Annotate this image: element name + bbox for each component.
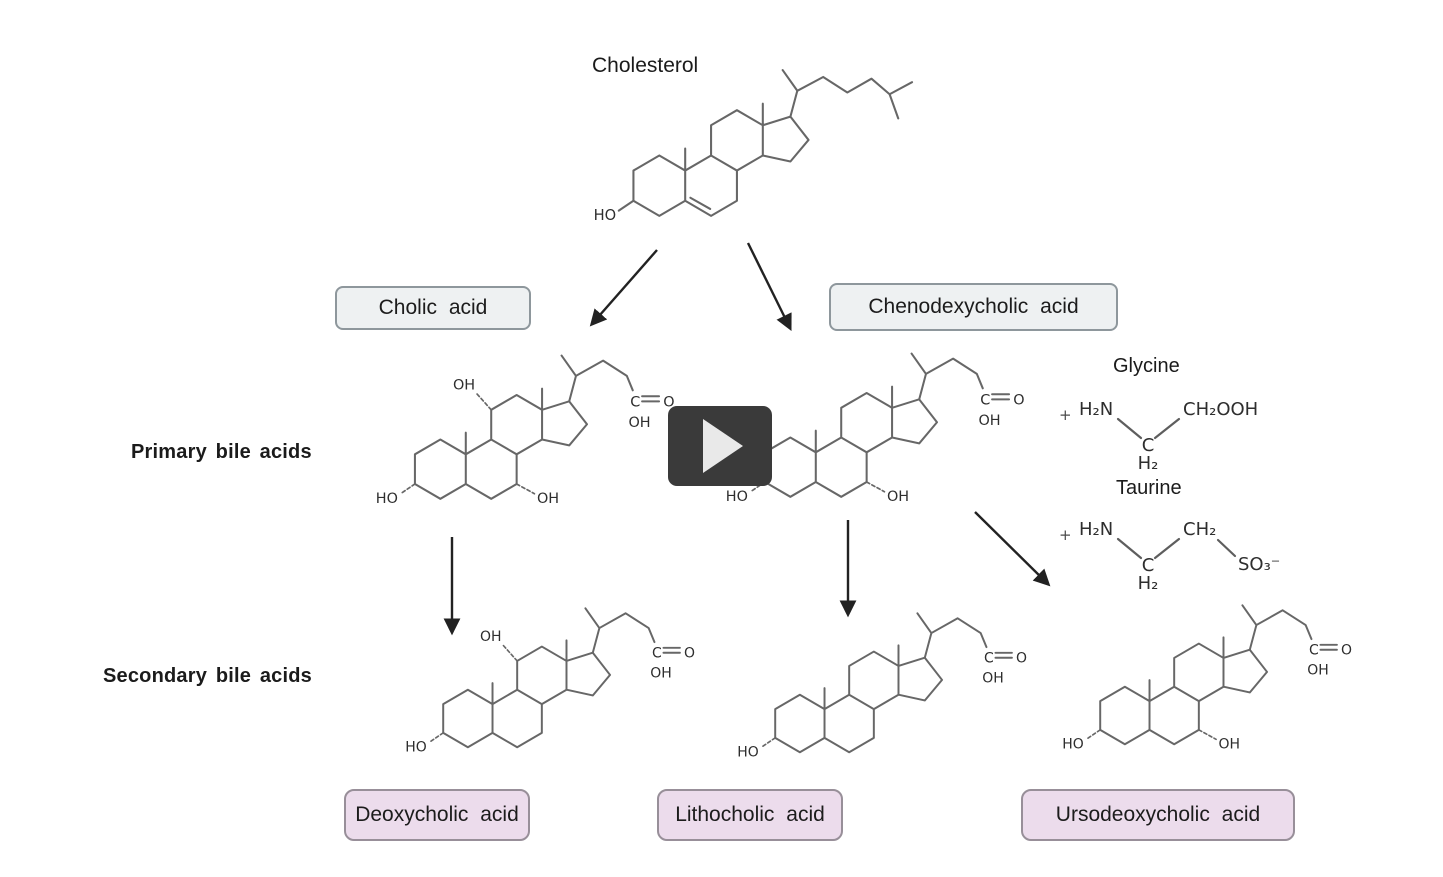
cholic-acid-structure: C O OH OH HO OH [376, 354, 675, 507]
acid-oh-label: OH [1307, 662, 1329, 678]
plus-sign: + [1059, 526, 1072, 544]
oh7-label: OH [887, 489, 909, 505]
acid-oh-label: OH [982, 670, 1004, 686]
carboxyl-c-label: C [980, 392, 990, 408]
oh7-label: OH [1219, 736, 1241, 752]
carboxyl-c-label: C [1309, 643, 1319, 659]
steroid-skeleton [632, 102, 810, 217]
bond [1116, 417, 1143, 440]
carbon-label: C [1142, 555, 1155, 576]
carbonyl-double-bond [994, 651, 1013, 659]
acid-side-chain [584, 607, 656, 654]
carbonyl-double-bond [641, 395, 661, 403]
deoxycholic-acid-structure: C O OH OH HO [405, 607, 695, 755]
steroid-skeleton [413, 387, 589, 500]
h2-label: H₂ [1138, 453, 1159, 474]
acid-oh-label: OH [978, 413, 1000, 429]
cholic-acid-box-label: Cholic acid [378, 296, 488, 319]
ho-label: HO [594, 207, 617, 224]
hydroxyl-bond [617, 199, 635, 212]
ho3-bond [399, 483, 416, 495]
ursodeoxycholic-acid-box: Ursodeoxycholic acid [1021, 789, 1295, 841]
carbonyl-double-bond [1319, 643, 1338, 651]
carbonyl-o-label: O [684, 646, 695, 662]
ho3-bond [1085, 729, 1102, 741]
carboxyl-c-label: C [984, 651, 994, 667]
ursodeoxycholic-acid-structure: C O OH HO OH [1062, 604, 1352, 752]
delta5-double-bond [689, 196, 712, 210]
deoxycholic-acid-box-label: Deoxycholic acid [355, 803, 519, 826]
acid-oh-label: OH [650, 665, 672, 681]
glycine-formula: + H₂N C H₂ CH₂OOH [1059, 399, 1258, 474]
ho3-label: HO [405, 739, 427, 755]
lithocholic-acid-structure: C O OH HO [737, 612, 1027, 760]
primary-bile-acids-label: Primary bile acids [131, 441, 312, 463]
steroid-skeleton [763, 385, 939, 498]
isooctyl-side-chain [781, 69, 914, 120]
deoxycholic-acid-box: Deoxycholic acid [344, 789, 530, 841]
oh7-label: OH [537, 491, 559, 507]
carboxymethyl-label: CH₂OOH [1183, 399, 1258, 420]
carbonyl-double-bond [662, 646, 681, 654]
ho3-bond [428, 732, 445, 744]
steroid-skeleton [442, 639, 612, 749]
bond [1153, 417, 1181, 440]
steroid-skeleton [774, 644, 944, 754]
oh7-bond [865, 481, 886, 493]
carbonyl-o-label: O [1341, 643, 1352, 659]
arrow-cholesterol-to-cholic-acid [589, 249, 658, 327]
carbonyl-o-label: O [1016, 651, 1027, 667]
arrow-chenodeoxycholic-to-ursodeoxycholic [974, 511, 1051, 587]
amine-group-label: H₂N [1079, 519, 1113, 540]
bond [1153, 537, 1181, 560]
lithocholic-acid-box-label: Lithocholic acid [675, 803, 825, 826]
play-icon [703, 419, 743, 473]
acid-side-chain [916, 612, 988, 659]
oh12-label: OH [453, 377, 475, 393]
carboxyl-c-label: C [652, 646, 662, 662]
carbon-label: C [1142, 435, 1155, 456]
h2-label: H₂ [1138, 573, 1159, 594]
oh12-bond [475, 392, 493, 411]
ho3-bond [760, 737, 777, 749]
ho3-label: HO [726, 489, 748, 505]
ho3-label: HO [376, 491, 398, 507]
oh7-bond [1198, 729, 1217, 741]
glycine-title: Glycine [1113, 355, 1180, 377]
ho3-label: HO [737, 744, 759, 760]
oh7-bond [515, 483, 536, 495]
oh12-bond [502, 644, 518, 662]
bond [1116, 537, 1143, 560]
cholesterol-label: Cholesterol [592, 54, 699, 77]
steroid-skeleton [1099, 636, 1269, 746]
oh12-label: OH [480, 629, 502, 645]
cholic-acid-box: Cholic acid [335, 286, 531, 330]
chenodeoxycholic-acid-box-label: Chenodexycholic acid [868, 295, 1079, 318]
acid-side-chain [1241, 604, 1313, 651]
carboxyl-c-label: C [630, 394, 640, 410]
play-button[interactable] [668, 406, 772, 486]
plus-sign: + [1059, 406, 1072, 424]
bond [1216, 538, 1237, 558]
acid-oh-label: OH [628, 415, 650, 431]
taurine-title: Taurine [1116, 477, 1182, 499]
ursodeoxycholic-acid-box-label: Ursodeoxycholic acid [1055, 803, 1261, 826]
carbonyl-o-label: O [663, 394, 674, 410]
sulfonate-label: SO₃⁻ [1238, 554, 1280, 575]
amine-group-label: H₂N [1079, 399, 1113, 420]
carbonyl-o-label: O [1013, 392, 1024, 408]
chenodeoxycholic-acid-structure: C O OH HO OH [726, 352, 1025, 505]
carbonyl-double-bond [991, 393, 1011, 401]
chenodeoxycholic-acid-box: Chenodexycholic acid [829, 283, 1118, 331]
secondary-bile-acids-label: Secondary bile acids [103, 665, 312, 687]
ch2-label: CH₂ [1183, 519, 1216, 540]
lithocholic-acid-box: Lithocholic acid [657, 789, 843, 841]
acid-side-chain [560, 354, 634, 403]
arrow-cholesterol-to-chenodeoxycholic-acid [746, 242, 792, 332]
taurine-formula: + H₂N C H₂ CH₂ SO₃⁻ [1059, 519, 1280, 594]
acid-side-chain [910, 352, 984, 401]
ho3-label: HO [1062, 736, 1084, 752]
cholesterol-structure: HO [594, 69, 914, 224]
